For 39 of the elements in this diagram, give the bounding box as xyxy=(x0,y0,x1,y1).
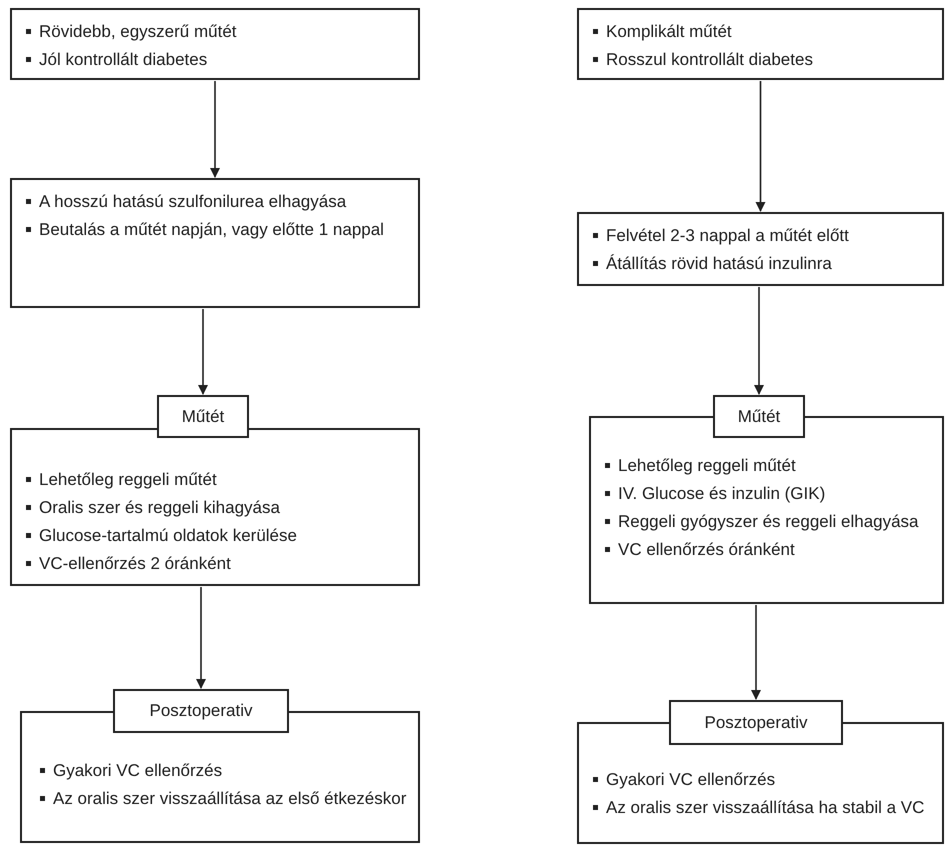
arrow xyxy=(751,605,761,700)
heading-box xyxy=(713,395,805,438)
step-box xyxy=(577,8,944,80)
bullet-text: Lehetőleg reggeli műtét xyxy=(618,455,796,477)
bullet-text: Glucose-tartalmú oldatok kerülése xyxy=(39,525,297,547)
bullet-text: Rosszul kontrollált diabetes xyxy=(606,49,813,71)
bullet-text: VC ellenőrzés óránként xyxy=(618,539,795,561)
arrow xyxy=(196,587,206,689)
arrow xyxy=(754,287,764,395)
bullet-text: Komplikált műtét xyxy=(606,21,732,43)
bullet-text: Jól kontrollált diabetes xyxy=(39,49,208,71)
heading-box xyxy=(113,689,289,733)
heading-text: Posztoperativ xyxy=(150,700,252,722)
bullet-text: Lehetőleg reggeli műtét xyxy=(39,469,217,491)
bullet-text: Átállítás rövid hatású inzulinra xyxy=(606,253,832,275)
bullet-text: Gyakori VC ellenőrzés xyxy=(53,760,222,782)
bullet-text: Felvétel 2-3 nappal a műtét előtt xyxy=(606,225,849,247)
step-box xyxy=(10,8,420,80)
bullet-text: Az oralis szer visszaállítása az első étkezéskor xyxy=(53,788,406,810)
heading-text: Műtét xyxy=(738,406,780,428)
bullet-text: Beutalás a műtét napján, vagy előtte 1 nappal xyxy=(39,219,384,241)
bullet-text: IV. Glucose és inzulin (GIK) xyxy=(618,483,826,505)
bullet-text: Reggeli gyógyszer és reggeli elhagyása xyxy=(618,511,919,533)
bullet-text: A hosszú hatású szulfonilurea elhagyása xyxy=(39,191,346,213)
bullet-text: Az oralis szer visszaállítása ha stabil a VC xyxy=(606,797,924,819)
bullet-text: Rövidebb, egyszerű műtét xyxy=(39,21,236,43)
heading-box xyxy=(669,700,843,745)
bullet-text: VC-ellenőrzés 2 óránként xyxy=(39,553,231,575)
arrow xyxy=(756,81,766,212)
heading-box xyxy=(157,395,249,438)
step-box xyxy=(10,428,420,586)
heading-text: Műtét xyxy=(182,406,224,428)
bullet-text: Gyakori VC ellenőrzés xyxy=(606,769,776,791)
bullet-text: Oralis szer és reggeli kihagyása xyxy=(39,497,280,519)
heading-text: Posztoperativ xyxy=(704,712,808,734)
arrow xyxy=(198,309,208,395)
step-box xyxy=(577,212,944,286)
step-box xyxy=(10,178,420,308)
arrow xyxy=(210,81,220,178)
